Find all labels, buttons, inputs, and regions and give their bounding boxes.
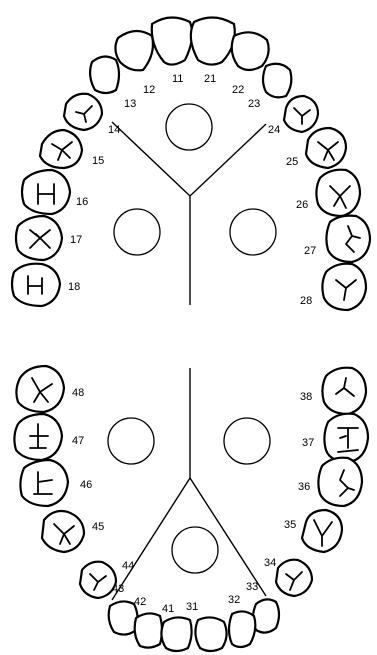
- tooth-16[interactable]: [22, 170, 70, 214]
- tooth-21[interactable]: [191, 17, 235, 64]
- label-21: 21: [204, 73, 216, 85]
- label-47: 47: [72, 435, 84, 447]
- tooth-33[interactable]: [253, 599, 279, 632]
- label-44: 44: [122, 560, 134, 572]
- lower-floor-ring-left: [108, 418, 154, 464]
- label-15: 15: [92, 155, 104, 167]
- tooth-48[interactable]: [16, 366, 64, 412]
- label-12: 12: [143, 84, 155, 96]
- label-31: 31: [186, 601, 198, 613]
- tooth-42[interactable]: [135, 613, 162, 647]
- label-17: 17: [70, 234, 82, 246]
- label-48: 48: [72, 387, 84, 399]
- tooth-11[interactable]: [152, 17, 192, 64]
- tooth-36[interactable]: [318, 458, 362, 506]
- label-22: 22: [232, 84, 244, 96]
- lower-floor-ring-center: [172, 527, 218, 573]
- tooth-34[interactable]: [276, 560, 312, 596]
- tooth-46[interactable]: [20, 460, 68, 506]
- label-36: 36: [298, 481, 310, 493]
- tooth-14[interactable]: [64, 94, 102, 130]
- tooth-31[interactable]: [195, 617, 226, 651]
- tooth-37[interactable]: [324, 414, 368, 462]
- tooth-26[interactable]: [316, 170, 360, 216]
- label-46: 46: [80, 479, 92, 491]
- tooth-45[interactable]: [42, 511, 84, 552]
- tooth-23[interactable]: [263, 64, 291, 98]
- lower-arch: 48 38 47 37 46 36 45 35 44 34 43 33 42 3…: [14, 366, 368, 651]
- label-41: 41: [162, 603, 174, 615]
- tooth-41[interactable]: [161, 617, 191, 651]
- label-14: 14: [108, 124, 120, 136]
- label-32: 32: [228, 594, 240, 606]
- label-25: 25: [286, 156, 298, 168]
- label-16: 16: [76, 196, 88, 208]
- tooth-44[interactable]: [80, 562, 116, 598]
- upper-palate-ring-center: [166, 104, 212, 150]
- label-35: 35: [284, 519, 296, 531]
- label-37: 37: [302, 437, 314, 449]
- upper-palate-ring-right: [230, 209, 276, 255]
- label-23: 23: [248, 98, 260, 110]
- label-11: 11: [172, 73, 183, 85]
- label-33: 33: [246, 581, 258, 593]
- tooth-12[interactable]: [115, 31, 153, 70]
- tooth-32[interactable]: [229, 611, 255, 647]
- label-26: 26: [296, 199, 308, 211]
- label-34: 34: [264, 557, 276, 569]
- label-43: 43: [112, 583, 124, 595]
- tooth-27[interactable]: [326, 216, 370, 262]
- upper-palate-ring-left: [114, 209, 160, 255]
- label-42: 42: [134, 596, 146, 608]
- label-13: 13: [124, 98, 136, 110]
- upper-arch: 11 21 12 22 13 23 14 24 15 25 16 26 17 2…: [12, 17, 370, 310]
- tooth-38[interactable]: [322, 368, 366, 414]
- lower-floor-ring-right: [224, 418, 270, 464]
- tooth-22[interactable]: [232, 32, 269, 70]
- label-45: 45: [92, 521, 104, 533]
- label-27: 27: [304, 245, 316, 257]
- label-38: 38: [300, 391, 312, 403]
- label-24: 24: [268, 124, 280, 136]
- label-28: 28: [300, 295, 312, 307]
- tooth-18[interactable]: [12, 264, 60, 306]
- tooth-13[interactable]: [90, 56, 119, 93]
- label-18: 18: [68, 281, 80, 293]
